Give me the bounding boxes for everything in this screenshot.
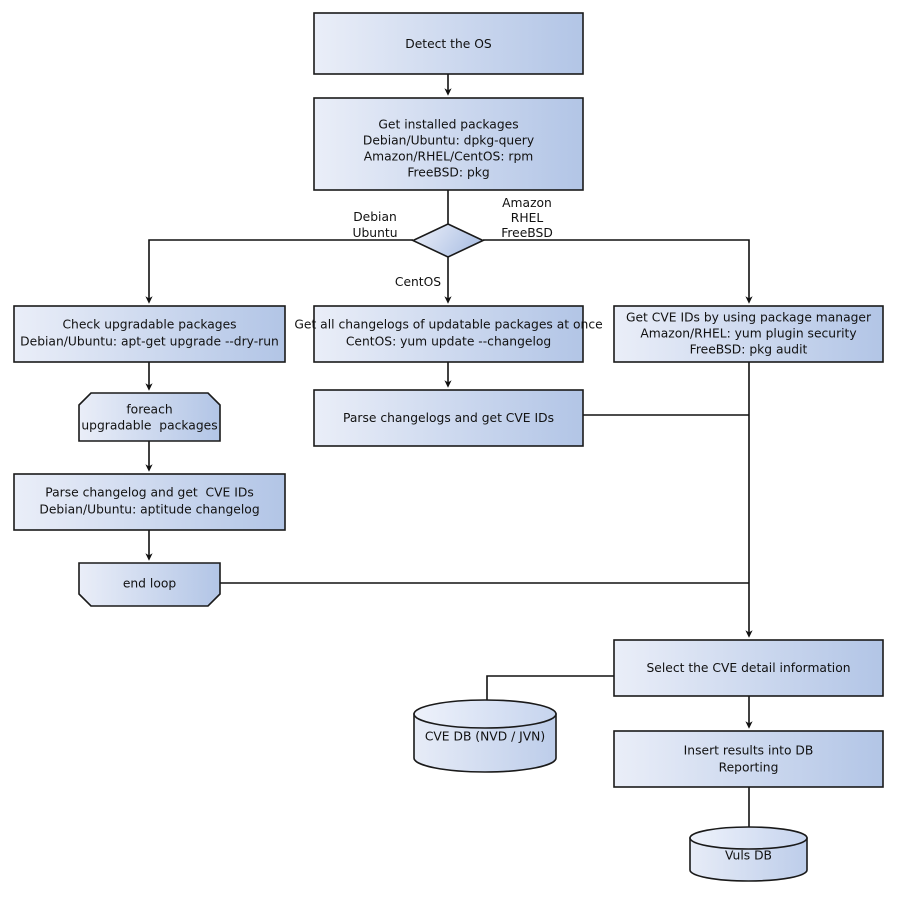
insert-results-line-2: Reporting (719, 761, 779, 775)
vuls-db-body[interactable] (689, 837, 808, 882)
node-insert-results-db[interactable]: Insert results into DB Reporting (613, 730, 884, 788)
edge-label-centos-text: CentOS (395, 275, 441, 289)
get-installed-packages-box[interactable] (313, 97, 584, 191)
check-upgradable-line-2: Debian/Ubuntu: apt-get upgrade --dry-run (20, 335, 279, 349)
get-installed-packages-line-2: Debian/Ubuntu: dpkg-query (363, 134, 534, 148)
detect-os-box[interactable] (313, 12, 584, 75)
insert-results-line-1: Insert results into DB (684, 744, 814, 758)
foreach-label-line-1: foreach (126, 403, 172, 417)
edge-decision-to-check-upgradable (145, 239, 413, 304)
get-cve-ids-line-3: FreeBSD: pkg audit (690, 343, 808, 357)
edge-label-amazon: Amazon (502, 196, 552, 210)
parse-changelogs-box[interactable] (313, 389, 584, 447)
get-cve-ids-line-2: Amazon/RHEL: yum plugin security (640, 327, 856, 341)
select-cve-detail-box[interactable] (613, 639, 884, 697)
os-decision-diamond[interactable] (411, 223, 485, 258)
node-foreach-loop-start[interactable]: foreach upgradable packages (78, 392, 221, 442)
get-all-changelogs-line-2: CentOS: yum update --changelog (346, 335, 551, 349)
node-check-upgradable-packages[interactable]: Check upgradable packages Debian/Ubuntu:… (13, 305, 286, 363)
node-detect-os[interactable]: Detect the OS (313, 12, 584, 75)
detect-os-label: Detect the OS (405, 37, 492, 51)
edge-decision-to-pkg-manager (483, 239, 753, 304)
node-get-cve-ids-pkg-manager[interactable]: Get CVE IDs by using package manager Ama… (613, 305, 884, 363)
edge-label-rhel: RHEL (511, 211, 544, 225)
end-loop-label: end loop (123, 577, 177, 591)
cve-db-label: CVE DB (NVD / JVN) (425, 730, 545, 744)
get-installed-packages-line-4: FreeBSD: pkg (407, 166, 489, 180)
node-cve-db[interactable]: CVE DB (NVD / JVN) (413, 699, 557, 773)
connector-layer (145, 74, 753, 833)
node-get-all-changelogs[interactable]: Get all changelogs of updatable packages… (294, 305, 603, 363)
edge-label-debian: Debian (353, 210, 397, 224)
edge-label-freebsd: FreeBSD (501, 226, 553, 240)
foreach-loop-shape[interactable] (78, 392, 221, 442)
node-parse-changelogs-get-cve-ids[interactable]: Parse changelogs and get CVE IDs (313, 389, 584, 447)
edge-label-debian-ubuntu: Debian Ubuntu (352, 210, 397, 240)
cve-db-top (413, 699, 557, 729)
get-all-changelogs-box[interactable] (313, 305, 584, 363)
parse-changelog-box[interactable] (13, 473, 286, 531)
get-cve-ids-line-1: Get CVE IDs by using package manager (626, 311, 872, 325)
node-get-installed-packages[interactable]: Get installed packages Debian/Ubuntu: dp… (313, 97, 584, 191)
check-upgradable-line-1: Check upgradable packages (62, 318, 236, 332)
edge-label-ubuntu: Ubuntu (352, 226, 397, 240)
check-upgradable-packages-box[interactable] (13, 305, 286, 363)
parse-changelog-line-1: Parse changelog and get CVE IDs (45, 486, 253, 500)
node-select-cve-detail[interactable]: Select the CVE detail information (613, 639, 884, 697)
vuls-db-top (689, 826, 808, 850)
get-cve-ids-pkg-manager-box[interactable] (613, 305, 884, 363)
select-cve-detail-label: Select the CVE detail information (646, 661, 850, 675)
edge-select-to-cvedb (486, 675, 614, 708)
node-parse-changelog-get-cve-ids[interactable]: Parse changelog and get CVE IDs Debian/U… (13, 473, 286, 531)
get-installed-packages-line-1: Get installed packages (378, 118, 518, 132)
cve-db-body[interactable] (413, 713, 557, 773)
foreach-label-line-2: upgradable packages (81, 419, 217, 433)
get-installed-packages-line-3: Amazon/RHEL/CentOS: rpm (364, 150, 534, 164)
node-end-loop[interactable]: end loop (78, 562, 221, 607)
node-vuls-db[interactable]: Vuls DB (689, 826, 808, 882)
vuls-db-label: Vuls DB (725, 849, 772, 863)
insert-results-db-box[interactable] (613, 730, 884, 788)
edge-label-amazon-rhel-freebsd: Amazon RHEL FreeBSD (501, 196, 553, 240)
parse-changelogs-label: Parse changelogs and get CVE IDs (343, 411, 554, 425)
edge-label-centos: CentOS (395, 275, 441, 289)
parse-changelog-line-2: Debian/Ubuntu: aptitude changelog (39, 503, 259, 517)
node-os-decision[interactable] (411, 223, 485, 258)
get-all-changelogs-line-1: Get all changelogs of updatable packages… (294, 318, 602, 332)
end-loop-shape[interactable] (78, 562, 221, 607)
